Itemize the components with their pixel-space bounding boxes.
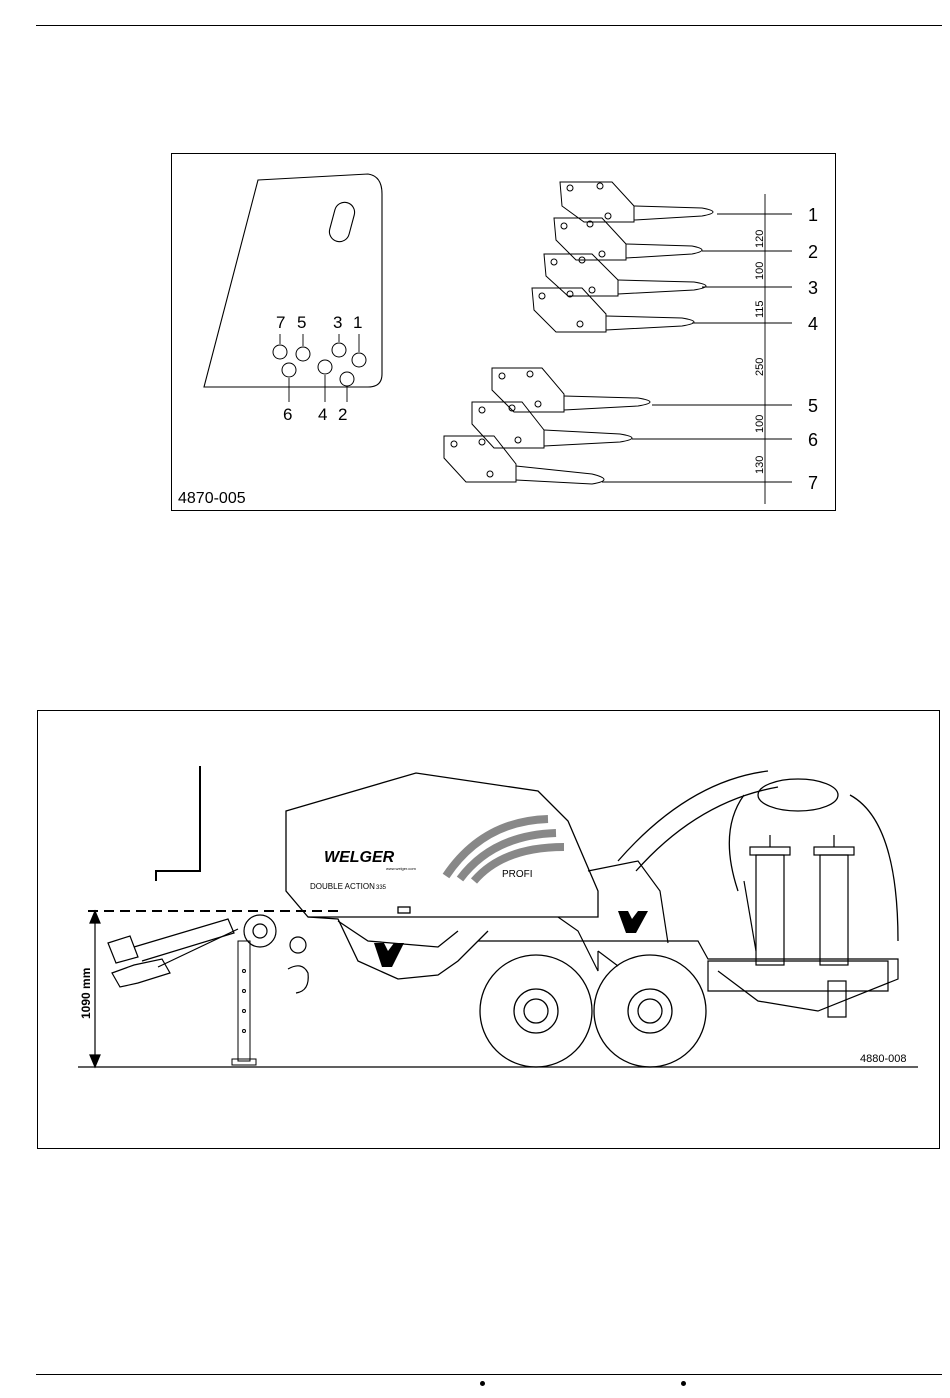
footer-dot-right (681, 1381, 686, 1386)
wrapping-table (708, 881, 888, 1017)
brand-y-logo-1 (374, 943, 404, 967)
baler-body (286, 773, 598, 979)
wrapper-arm (618, 771, 898, 941)
position-3: 3 (808, 278, 818, 298)
jack-stand (232, 941, 256, 1065)
drawbar-7 (444, 436, 604, 484)
hole-label-7: 7 (276, 313, 285, 332)
variant-label: PROFI (502, 869, 533, 880)
brand-logo: WELGER (324, 849, 395, 866)
dim-130: 130 (754, 456, 766, 474)
position-2: 2 (808, 242, 818, 262)
plate-slot (327, 200, 357, 244)
hole-label-6: 6 (283, 405, 292, 424)
wheel-rear (594, 955, 706, 1067)
figure-code: 4870-005 (178, 490, 246, 508)
dim-100b: 100 (754, 415, 766, 433)
position-7: 7 (808, 473, 818, 493)
baler-drawing: 1090 mm (38, 711, 939, 1148)
brand-y-logo-2 (618, 911, 648, 933)
dim-100a: 100 (754, 262, 766, 280)
drawbar-6 (472, 402, 632, 448)
plate-holes (273, 343, 366, 386)
figure-code-bottom: 4880-008 (860, 1053, 907, 1065)
hole-label-5: 5 (297, 313, 306, 332)
dim-250: 250 (754, 358, 766, 376)
drawbar-4 (532, 288, 694, 332)
figure-drawbar-positions: 7 5 3 1 6 4 2 (171, 153, 836, 511)
footer-dot-left (480, 1381, 485, 1386)
header-rule (36, 25, 942, 26)
hole-label-2: 2 (338, 405, 347, 424)
drawbar-diagram: 7 5 3 1 6 4 2 (172, 154, 835, 510)
hose-holder-mast (156, 766, 200, 881)
hole-label-4: 4 (318, 405, 327, 424)
brand-url: www.welger.com (386, 866, 416, 871)
footer-rule (36, 1374, 942, 1375)
position-5: 5 (808, 396, 818, 416)
figure-baler-side-view: 1090 mm (37, 710, 940, 1149)
position-1: 1 (808, 205, 818, 225)
chassis-frame (478, 861, 898, 1011)
drawbar-1 (560, 182, 713, 222)
model-name: DOUBLE ACTION (310, 882, 375, 891)
spacing-dimensions: 120 100 115 250 100 130 (754, 230, 766, 474)
drawbar-pto (108, 915, 308, 993)
wheel-front (480, 955, 592, 1067)
film-dispenser-1 (750, 835, 790, 965)
hole-label-1: 1 (353, 313, 362, 332)
drawbar-5 (492, 368, 650, 412)
mounting-plate (204, 174, 382, 387)
position-4: 4 (808, 314, 818, 334)
dim-115: 115 (754, 300, 766, 318)
height-dimension-label: 1090 mm (79, 968, 93, 1019)
position-6: 6 (808, 430, 818, 450)
dim-120: 120 (754, 230, 766, 248)
model-number: 335 (376, 885, 387, 891)
film-dispenser-2 (814, 835, 854, 965)
hole-label-3: 3 (333, 313, 342, 332)
